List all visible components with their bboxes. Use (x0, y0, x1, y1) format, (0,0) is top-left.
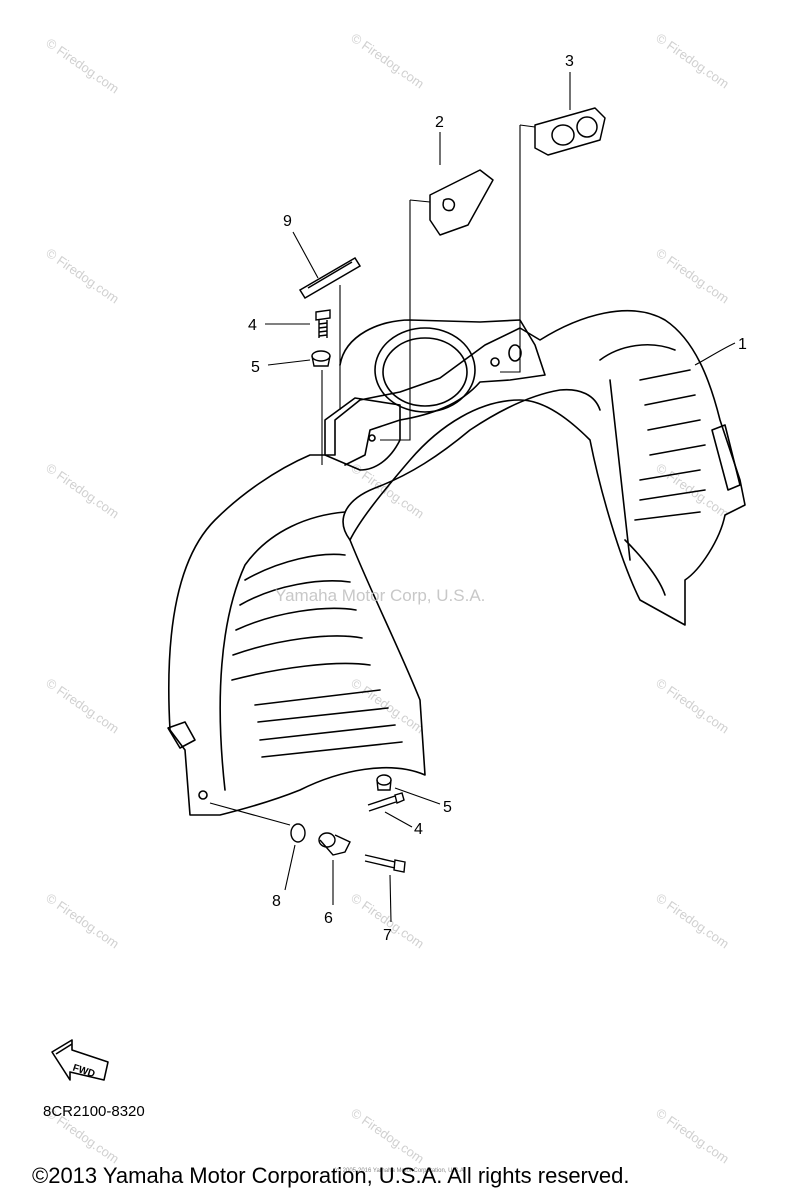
part-label-3: 3 (565, 53, 574, 70)
watermark: © Firedog.com (348, 30, 427, 91)
gauge-screw-hole-left (368, 434, 376, 442)
watermark: © Firedog.com (43, 890, 122, 951)
leader-lines (209, 72, 736, 923)
gauge-left-block (324, 397, 401, 471)
watermark: © Firedog.com (653, 1105, 732, 1166)
part-7-bolt (364, 854, 406, 873)
gauge-housing-ring (374, 327, 476, 413)
gauge-screw-hole-right (490, 357, 500, 367)
cover-inner-edge (342, 388, 601, 541)
part-label-4-upper: 4 (248, 317, 257, 334)
watermark: © Firedog.com (43, 245, 122, 306)
part-6-nut (318, 832, 351, 856)
watermark: © Firedog.com (348, 1105, 427, 1166)
left-wing-inner (219, 511, 346, 791)
watermark: © Firedog.com (43, 675, 122, 736)
right-louvres (599, 344, 706, 596)
part-label-4-lower: 4 (414, 821, 423, 838)
cover-outer-outline (168, 309, 746, 816)
part-5-lower-grommet (376, 774, 392, 791)
part-8-washer (290, 823, 306, 843)
part-4-lower-bolt (367, 792, 405, 812)
part-label-5-lower: 5 (443, 799, 452, 816)
watermark: © Firedog.com (43, 35, 122, 96)
gauge-housing-inner (382, 337, 468, 407)
watermark: © Firedog.com (348, 675, 427, 736)
left-mount-hole (198, 790, 208, 800)
part-label-8: 8 (272, 893, 281, 910)
small-print: (c) 2005-2016 Yamaha Motor Corporation, … (334, 1168, 466, 1174)
part-label-7: 7 (383, 927, 392, 944)
part-label-5-upper: 5 (251, 359, 260, 376)
center-watermark: Yamaha Motor Corp, U.S.A. (275, 586, 485, 605)
part-2-plate (429, 169, 494, 236)
part-4-upper-bolt (315, 309, 331, 338)
part-label-6: 6 (324, 910, 333, 927)
front-cover-assembly (167, 309, 746, 816)
part-label-1: 1 (738, 336, 747, 353)
left-louvres (231, 553, 403, 758)
part-label-2: 2 (435, 114, 444, 131)
left-lower-tab (167, 721, 196, 749)
diagram-code: 8CR2100-8320 (43, 1103, 145, 1120)
watermark: © Firedog.com (653, 675, 732, 736)
forward-arrow-icon: FWD (51, 1039, 109, 1081)
part-label-9: 9 (283, 213, 292, 230)
watermark: © Firedog.com (653, 30, 732, 91)
gauge-opening-right (508, 344, 522, 362)
watermark: © Firedog.com (653, 245, 732, 306)
part-9-strip (298, 256, 362, 300)
watermark: © Firedog.com (43, 460, 122, 521)
watermark: © Firedog.com (653, 890, 732, 951)
part-5-upper-grommet (311, 350, 331, 367)
copyright: ©2013 Yamaha Motor Corporation, U.S.A. A… (32, 1163, 630, 1188)
forward-arrow-label: FWD (71, 1063, 96, 1081)
right-tab (711, 424, 741, 491)
gauge-housing-base (339, 319, 546, 466)
part-3-plate (534, 107, 606, 156)
